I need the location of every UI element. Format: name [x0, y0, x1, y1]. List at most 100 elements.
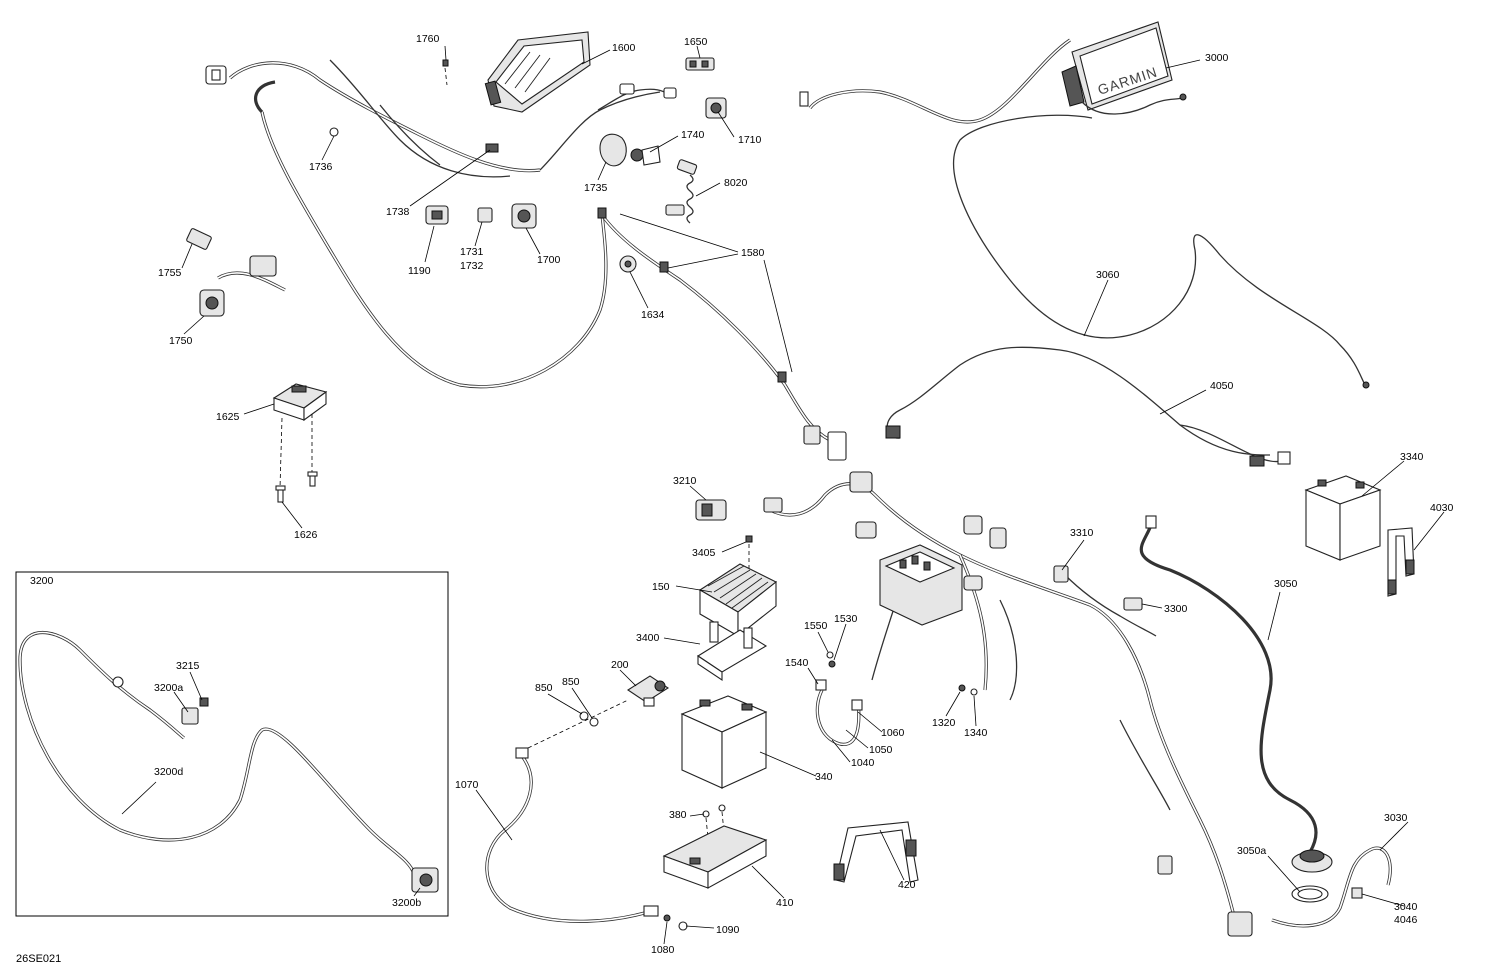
- callout-3050: 3050: [1274, 578, 1298, 590]
- callout-1736: 1736: [309, 161, 333, 173]
- part-1040-ground-cable: [815, 679, 863, 746]
- part-3310-harness: [1053, 565, 1157, 637]
- part-4050-cable: [885, 346, 1291, 467]
- callout-3310: 3310: [1070, 527, 1094, 539]
- part-3060-cable: [953, 114, 1370, 389]
- part-1600-module: [484, 31, 591, 113]
- fuse-box: [879, 544, 963, 626]
- callout-1320: 1320: [932, 717, 956, 729]
- callout-3200a: 3200a: [154, 682, 183, 694]
- callout-1634: 1634: [641, 309, 665, 321]
- callout-4050: 4050: [1210, 380, 1234, 392]
- callout-3215: 3215: [176, 660, 200, 672]
- callout-1530: 1530: [834, 613, 858, 625]
- callout-1625: 1625: [216, 411, 240, 423]
- callout-1050: 1050: [869, 744, 893, 756]
- part-3400-bracket: [696, 621, 768, 682]
- callout-1340: 1340: [964, 727, 988, 739]
- part-1738-clip: [485, 143, 499, 153]
- callout-1750: 1750: [169, 335, 193, 347]
- callout-410: 410: [776, 897, 794, 909]
- callout-1190: 1190: [408, 265, 431, 277]
- callout-340: 340: [815, 771, 833, 783]
- callout-3340: 3340: [1400, 451, 1424, 463]
- part-3210-relay: [695, 499, 727, 521]
- callout-1080: 1080: [651, 944, 675, 956]
- part-340-battery: [680, 695, 768, 789]
- part-3300-sensor: [1123, 597, 1143, 611]
- callout-8020: 8020: [724, 177, 748, 189]
- callout-leader-lines: [121, 45, 1445, 945]
- callout-1600: 1600: [612, 42, 636, 54]
- part-3405-screw: [745, 535, 753, 570]
- callout-1740: 1740: [681, 129, 705, 141]
- part-380-screws: [702, 804, 726, 839]
- part-1625-relay: [272, 383, 328, 422]
- inset-3200-panel: 3200: [15, 571, 449, 917]
- callout-1732: 1732: [460, 260, 484, 272]
- connector-harness-lower: [803, 425, 847, 461]
- callout-4030: 4030: [1430, 502, 1454, 514]
- main-wiring-harness-lower: [769, 482, 1237, 921]
- callout-850b: 850: [562, 676, 580, 688]
- callout-200: 200: [611, 659, 629, 671]
- callout-1550: 1550: [804, 620, 828, 632]
- callout-1760: 1760: [416, 33, 440, 45]
- part-3040-clip: [1351, 887, 1363, 899]
- part-1736-clip: [329, 127, 339, 137]
- callout-1040: 1040: [851, 757, 875, 769]
- connector-harness-end: [205, 65, 227, 85]
- callout-1700: 1700: [537, 254, 561, 266]
- part-1320-1340-hardware: [958, 684, 978, 696]
- callout-4046: 4046: [1394, 914, 1418, 926]
- part-1755-connector: [186, 228, 212, 250]
- callout-3200d: 3200d: [154, 766, 183, 778]
- part-850-hardware: [527, 699, 629, 749]
- part-1530-1550-hardware: [826, 651, 836, 668]
- part-3030-antenna-cable: [1271, 846, 1392, 928]
- callout-3030: 3030: [1384, 812, 1408, 824]
- lower-harness-connectors: [763, 471, 1253, 937]
- part-1650-connector: [685, 57, 715, 71]
- part-1634-connector: [619, 255, 637, 273]
- part-3340-battery: [1304, 475, 1382, 561]
- callout-1731: 1731: [460, 246, 484, 258]
- callout-1710: 1710: [738, 134, 762, 146]
- callout-3300: 3300: [1164, 603, 1188, 615]
- part-4030-strap: [1387, 527, 1415, 597]
- callout-1650: 1650: [684, 36, 708, 48]
- callout-1738: 1738: [386, 206, 410, 218]
- callout-3000: 3000: [1205, 52, 1229, 64]
- callout-1060: 1060: [881, 727, 905, 739]
- part-3050-antenna-cable: [1139, 515, 1318, 853]
- connector-pigtail: [597, 83, 677, 111]
- part-1760-screw: [442, 59, 449, 86]
- part-1700-connector: [511, 203, 537, 229]
- callout-1755: 1755: [158, 267, 182, 279]
- callout-3210: 3210: [673, 475, 697, 487]
- callout-380: 380: [669, 809, 687, 821]
- part-1626-screws: [275, 414, 318, 503]
- callout-3200b: 3200b: [392, 897, 421, 909]
- callout-1626: 1626: [294, 529, 318, 541]
- main-wiring-harness-upper: [228, 59, 831, 442]
- part-1710-switch: [705, 97, 727, 119]
- callout-3050a: 3050a: [1237, 845, 1266, 857]
- callout-850a: 850: [535, 682, 553, 694]
- document-id: 26SE021: [16, 953, 61, 965]
- callout-3060: 3060: [1096, 269, 1120, 281]
- part-3000-garmin-display: GARMIN: [1061, 21, 1173, 111]
- part-3000-harness: [799, 38, 1187, 124]
- inset-3200-label: 3200: [30, 575, 54, 587]
- callout-1090: 1090: [716, 924, 740, 936]
- callout-3405: 3405: [692, 547, 716, 559]
- part-1070-battery-cable: [485, 747, 659, 923]
- part-1735-socket: [599, 133, 661, 167]
- callout-1735: 1735: [584, 182, 608, 194]
- part-1750-harness: [199, 255, 286, 317]
- part-3050a-antenna-base: [1291, 849, 1333, 903]
- part-150-voltage-regulator: [698, 563, 778, 638]
- part-1731-connector: [477, 207, 493, 223]
- callout-3400: 3400: [636, 632, 660, 644]
- callout-1580: 1580: [741, 247, 765, 259]
